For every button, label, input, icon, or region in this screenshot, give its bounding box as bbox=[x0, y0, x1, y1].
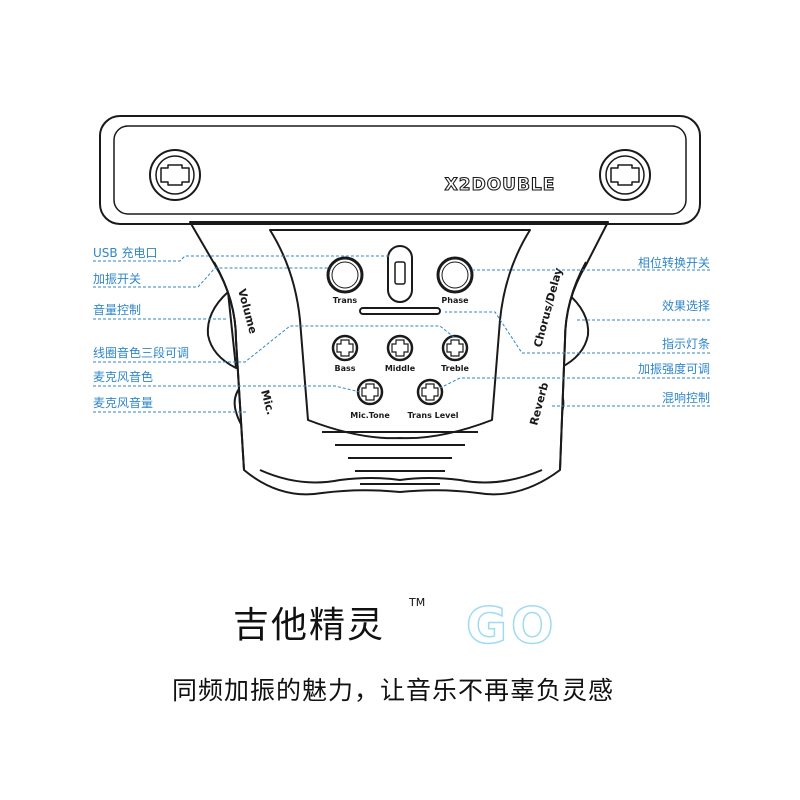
callout-volume: 音量控制 bbox=[93, 303, 142, 317]
device-body-side-right bbox=[559, 261, 587, 471]
product-name: 吉他精灵 bbox=[233, 605, 386, 646]
screw-left bbox=[149, 149, 201, 201]
left-upper-wheel bbox=[206, 291, 237, 369]
trans-level-knob bbox=[416, 378, 444, 406]
callout-reverb: 混响控制 bbox=[661, 391, 710, 405]
leader-mic-tone bbox=[93, 385, 361, 393]
knob-label-bass: Bass bbox=[334, 364, 355, 373]
callout-trans-level: 加振强度可调 bbox=[637, 362, 710, 376]
leader-trans bbox=[93, 267, 330, 288]
phase-switch bbox=[436, 256, 474, 294]
top-bar-outer bbox=[99, 115, 701, 225]
callout-coil-tone: 线圈音色三段可调 bbox=[93, 346, 190, 360]
bottom-grille bbox=[322, 431, 478, 485]
knob-label-trans-level: Trans Level bbox=[407, 411, 458, 420]
indicator-bar bbox=[359, 307, 441, 315]
callout-trans-switch: 加振开关 bbox=[93, 272, 142, 286]
knob-label-trans: Trans bbox=[333, 296, 358, 305]
leader-indicator bbox=[445, 311, 710, 354]
leader-trans-level bbox=[439, 377, 710, 389]
leader-coil-tone bbox=[93, 325, 456, 363]
callout-usb: USB 充电口 bbox=[93, 246, 158, 260]
device-body-side-left bbox=[213, 261, 245, 471]
treble-knob bbox=[441, 334, 469, 362]
slogan: 同频加振的魅力，让音乐不再辜负灵感 bbox=[172, 676, 615, 705]
trans-switch bbox=[326, 256, 364, 294]
trademark-mark: TM bbox=[409, 596, 426, 609]
mic-tone-knob bbox=[356, 378, 384, 406]
control-panel bbox=[269, 229, 531, 440]
leader-usb bbox=[93, 255, 390, 262]
callout-phase-switch: 相位转换开关 bbox=[637, 256, 710, 270]
callout-effect-select: 效果选择 bbox=[661, 299, 710, 313]
callout-mic-tone: 麦克风音色 bbox=[93, 370, 154, 384]
knob-label-treble: Treble bbox=[441, 364, 469, 373]
middle-knob bbox=[386, 334, 414, 362]
callout-indicator: 指示灯条 bbox=[661, 337, 710, 351]
body-bottom-curve bbox=[259, 469, 543, 484]
screw-right bbox=[599, 149, 651, 201]
knob-label-middle: Middle bbox=[385, 364, 416, 373]
knob-label-phase: Phase bbox=[441, 296, 469, 305]
model-name: GO bbox=[465, 597, 558, 655]
knob-label-mic-tone: Mic.Tone bbox=[350, 411, 390, 420]
wheel-label-mic: Mic. bbox=[258, 388, 277, 416]
brand-logo: X2DOUBLE bbox=[445, 175, 556, 195]
callout-mic-volume: 麦克风音量 bbox=[93, 396, 154, 410]
bass-knob bbox=[331, 334, 359, 362]
usb-port bbox=[387, 245, 413, 303]
